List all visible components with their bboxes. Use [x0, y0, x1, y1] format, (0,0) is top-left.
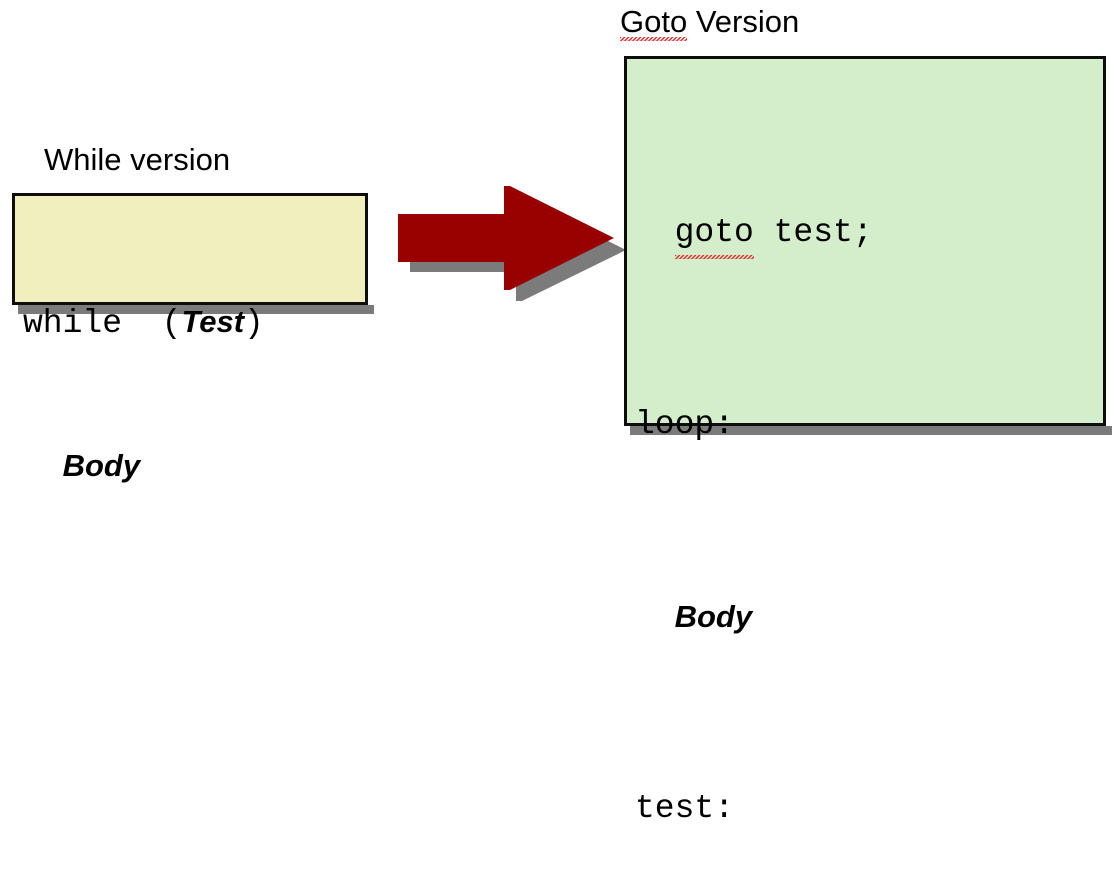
- goto-version-label: Goto Version: [620, 4, 800, 41]
- code-line: Body: [635, 593, 1103, 641]
- code-label-loop: loop:: [635, 406, 735, 443]
- code-line: while (Test): [23, 298, 365, 346]
- code-token-close-paren: ): [244, 305, 264, 342]
- while-version-label: While version: [44, 142, 231, 177]
- while-box-shadow: [18, 305, 374, 314]
- while-version-code: while (Test) Body: [15, 196, 365, 586]
- goto-version-code-box: goto test; loop: Body test: if (Test) go…: [624, 56, 1106, 827]
- code-token-test-label: test;: [753, 214, 873, 251]
- goto-label-rest: Version: [687, 4, 800, 39]
- meta-variable-test: Test: [181, 304, 245, 339]
- while-version-code-box: while (Test) Body: [12, 193, 368, 483]
- code-line: loop:: [635, 401, 1103, 449]
- code-label-test: test:: [635, 790, 735, 827]
- code-token-while: while (: [23, 305, 182, 342]
- code-line: goto test;: [635, 209, 1103, 259]
- code-indent: [23, 449, 63, 486]
- meta-variable-body: Body: [62, 448, 141, 483]
- code-line: Body: [23, 442, 365, 490]
- code-line: test:: [635, 785, 1103, 833]
- meta-variable-body: Body: [674, 599, 753, 634]
- transformation-arrow: [390, 180, 625, 305]
- code-indent: [635, 600, 675, 637]
- goto-box-shadow: [630, 426, 1112, 435]
- goto-label-misspelled-word: Goto: [620, 4, 688, 41]
- code-indent: [635, 214, 675, 251]
- code-token-goto: goto: [674, 209, 755, 259]
- goto-version-code: goto test; loop: Body test: if (Test) go…: [627, 59, 1103, 878]
- arrow-shape: [398, 186, 614, 290]
